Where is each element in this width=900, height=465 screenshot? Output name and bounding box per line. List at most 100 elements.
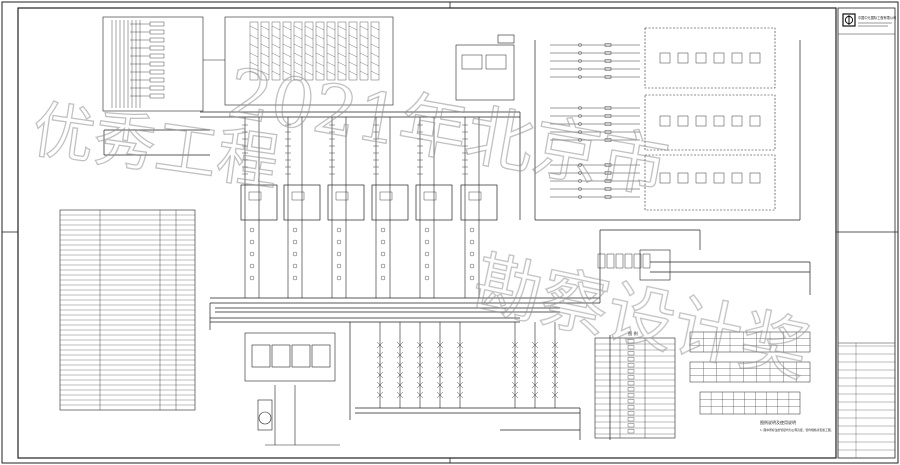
hatch-line: [315, 34, 325, 40]
branch-valve: [578, 171, 582, 175]
label-tag: [149, 69, 165, 75]
cross-mark: [551, 341, 559, 349]
hatch-line: [304, 70, 314, 76]
hatch-line: [337, 25, 347, 31]
valve-symbol: [380, 251, 386, 257]
valve-symbol: [292, 263, 298, 269]
cross-mark: [436, 341, 444, 349]
cross-mark: [376, 371, 384, 379]
cross-mark: [436, 371, 444, 379]
hatch-line: [315, 25, 325, 31]
cabinet-cell: [337, 21, 347, 81]
branch-valve: [578, 51, 582, 55]
watermark: 优秀工程 2021年北京市 勘察设计奖: [27, 53, 816, 393]
hatch-line: [271, 61, 281, 67]
hatch-line: [282, 70, 292, 76]
cabinet-cell: [271, 21, 281, 81]
right-data-tables: [689, 331, 811, 415]
branch-device: [604, 67, 612, 71]
cross-mark: [511, 351, 519, 359]
legend-symbol: [627, 393, 635, 398]
hatch-line: [249, 61, 259, 67]
valve-symbol: [249, 227, 255, 233]
cross-mark: [396, 341, 404, 349]
legend-symbol: [627, 411, 635, 416]
legend-symbol: [627, 399, 635, 404]
legend-symbol: [627, 387, 635, 392]
notes-title: 图例说明及使用说明: [760, 419, 796, 425]
hatch-line: [337, 34, 347, 40]
hatch-line: [293, 61, 303, 67]
branch-device: [604, 43, 612, 47]
panel-unit: [659, 115, 671, 127]
hatch-line: [326, 34, 336, 40]
hatch-line: [315, 61, 325, 67]
cabinet-cell: [326, 21, 336, 81]
label-tag: [149, 85, 165, 91]
cross-mark: [376, 361, 384, 369]
valve-symbol: [249, 263, 255, 269]
cross-mark: [531, 361, 539, 369]
branch-device: [604, 75, 612, 79]
hatch-line: [260, 43, 270, 49]
cross-mark: [531, 341, 539, 349]
hatch-line: [326, 43, 336, 49]
branch-device: [604, 171, 612, 175]
valve-symbol: [380, 263, 386, 269]
hatch-line: [260, 61, 270, 67]
feeder-cabinet: [371, 184, 409, 221]
hatch-line: [304, 52, 314, 58]
panel-unit: [731, 172, 743, 184]
valve-symbol: [424, 227, 430, 233]
branch-device: [604, 195, 612, 199]
breaker: [248, 191, 262, 201]
hatch-line: [282, 52, 292, 58]
valve-symbol: [336, 251, 342, 257]
branch-valve: [578, 75, 582, 79]
title-block-rows: [838, 343, 895, 458]
cross-mark: [396, 381, 404, 389]
valve-symbol: [424, 263, 430, 269]
panel-unit: [731, 52, 743, 64]
valve-symbol: [469, 263, 475, 269]
panel-unit: [677, 52, 689, 64]
control-module: [597, 253, 606, 269]
valve-symbol: [424, 275, 430, 281]
hatch-line: [326, 61, 336, 67]
label-tag: [149, 53, 165, 59]
hatch-line: [260, 25, 270, 31]
hatch-line: [370, 34, 380, 40]
hatch-line: [249, 70, 259, 76]
cross-mark: [436, 361, 444, 369]
valve-symbol: [469, 227, 475, 233]
branch-valve: [578, 187, 582, 191]
hatch-line: [260, 70, 270, 76]
cross-mark: [436, 391, 444, 399]
hatch-line: [282, 61, 292, 67]
hatch-line: [260, 34, 270, 40]
cross-mark: [456, 351, 464, 359]
legend-symbol: [627, 363, 635, 368]
cross-mark: [396, 391, 404, 399]
branch-device: [604, 51, 612, 55]
valve-symbol: [249, 275, 255, 281]
hatch-line: [348, 43, 358, 49]
hatch-line: [315, 52, 325, 58]
label-tag: [149, 77, 165, 83]
valve-symbol: [380, 227, 386, 233]
valve-symbol: [469, 251, 475, 257]
legend-symbol: [627, 429, 635, 434]
panel-unit: [713, 52, 725, 64]
cross-mark: [436, 351, 444, 359]
feeder-cabinet: [415, 184, 453, 221]
feeder-cabinet: [327, 184, 365, 221]
hatch-line: [304, 61, 314, 67]
control-panel: [639, 249, 671, 281]
label-tag: [149, 61, 165, 67]
hatch-line: [304, 25, 314, 31]
cabinet-cell: [370, 21, 380, 81]
label-tag: [149, 93, 165, 99]
hatch-line: [249, 34, 259, 40]
notes-block: 图例说明及使用说明 1. 图中所标注的管径均为公称直径，管件规格详见施工图。: [760, 419, 833, 432]
